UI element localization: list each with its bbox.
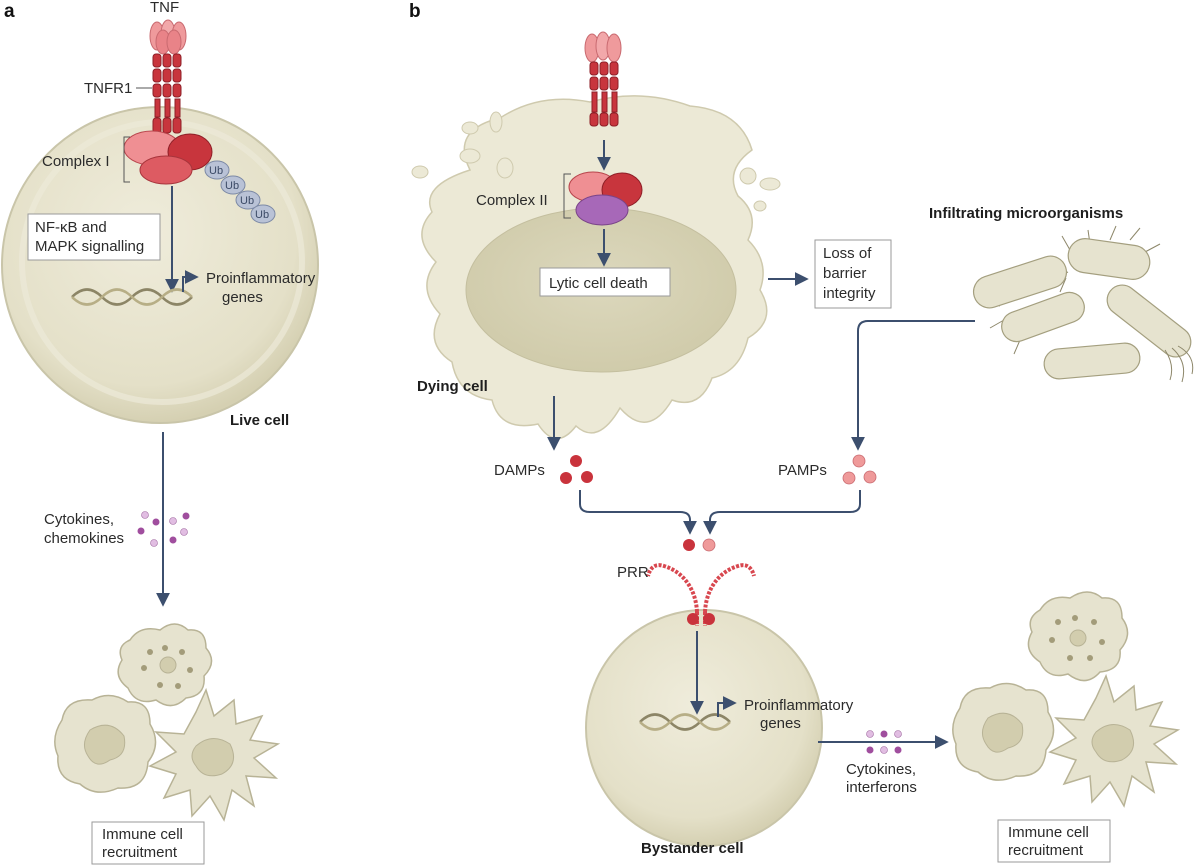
barrier-label-3: integrity [823,285,876,302]
lytic-cell-death-box [539,267,671,297]
chemokines-label-a: chemokines [44,530,124,547]
complex-ii-icon [568,171,643,226]
barrier-integrity-box [814,239,892,309]
barrier-label-1: Loss of [823,245,872,262]
proinflammatory-label-a: Proinflammatory [206,270,316,287]
interferons-label-b: interferons [846,779,917,796]
cytokine-particles-b [866,730,902,754]
complex-ii-label: Complex II [476,192,548,209]
recruitment-label-a-1: Immune cell [102,826,183,843]
genes-label-b: genes [760,715,801,732]
pamps-label: PAMPs [778,462,827,479]
barrier-label-2: barrier [823,265,866,282]
prr-label: PRR [617,564,649,581]
ub-label-1: Ub [209,165,223,177]
complex-i-icon [123,130,213,185]
dying-cell-label: Dying cell [417,378,488,395]
bystander-cell-label: Bystander cell [641,840,744,857]
ubiquitin-chain-icon [204,160,276,224]
ub-label-3: Ub [240,195,254,207]
tnf-ligand-icon [149,19,187,55]
panel-b-label: b [409,1,421,22]
bacteria-icon [972,225,1194,383]
proinflammatory-label-b: Proinflammatory [744,697,854,714]
complex-i-label: Complex I [42,153,110,170]
tnfr1-receptor-icon-b [589,61,619,127]
immune-cells-icon-b [952,591,1181,808]
lytic-cell-death-label: Lytic cell death [549,275,648,292]
arrow-pamps-to-prr [703,490,861,535]
pamps-particles [842,454,877,485]
transcription-arrow [182,270,199,292]
cytokines-label-a: Cytokines, [44,511,114,528]
cytokine-particles-a [137,511,190,547]
cytokines-label-b: Cytokines, [846,761,916,778]
tnfr1-label: TNFR1 [84,80,132,97]
recruitment-label-a-2: recruitment [102,844,178,861]
arrow-damps-to-prr [579,490,697,535]
immune-cells-icon-a [54,623,281,822]
recruitment-label-b-2: recruitment [1008,842,1084,859]
live-cell-label: Live cell [230,412,289,429]
recruitment-box-a [91,821,205,865]
tnf-label: TNF [150,0,179,16]
ub-label-2: Ub [225,180,239,192]
damps-particles [560,455,593,484]
dna-helix-icon-b [639,713,731,731]
tnf-ligand-icon-b [584,31,622,63]
recruitment-box-b [997,819,1111,863]
panel-a-label: a [4,1,15,22]
nfkb-mapk-box [27,213,161,261]
arrow-microbes-to-pamps [851,320,975,451]
ub-label-4: Ub [255,209,269,221]
genes-label-a: genes [222,289,263,306]
mapk-label: MAPK signalling [35,238,144,255]
dna-helix-icon [71,288,193,306]
tnfr1-receptor-icon [152,53,182,134]
recruitment-label-b-1: Immune cell [1008,824,1089,841]
transcription-arrow-b [717,696,737,717]
nfkb-label: NF-κB and [35,219,107,236]
microorganisms-label: Infiltrating microorganisms [929,205,1123,222]
damps-label: DAMPs [494,462,545,479]
